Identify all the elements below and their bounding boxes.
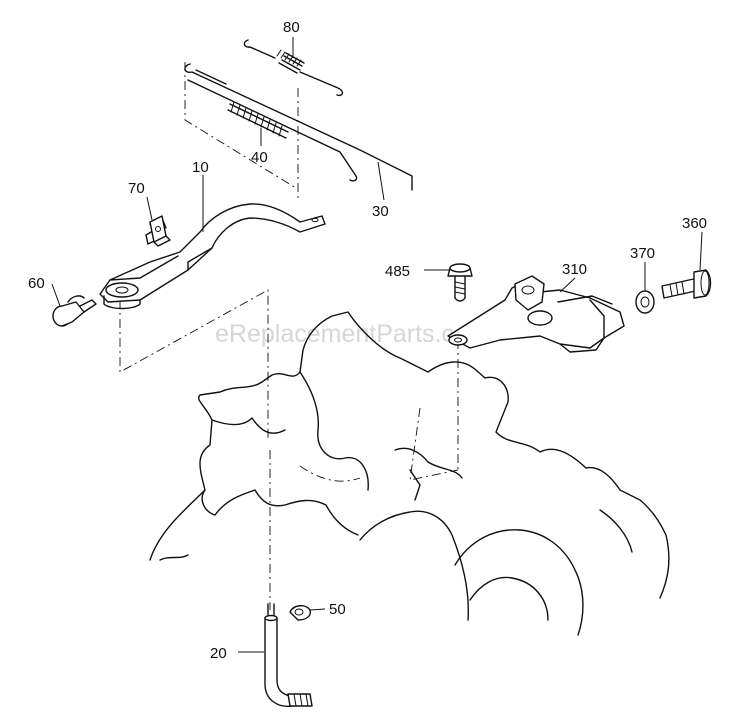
label-80: 80 — [283, 19, 300, 36]
part-370-nut — [635, 290, 655, 314]
alignment-lines — [119, 62, 459, 610]
label-370: 370 — [630, 245, 655, 262]
part-310-control-bracket — [447, 275, 625, 353]
part-485-bolt — [447, 263, 473, 302]
part-80-spring — [243, 39, 344, 97]
leader-lines — [51, 37, 703, 653]
label-30: 30 — [372, 203, 389, 220]
label-60: 60 — [28, 275, 45, 292]
part-50-clip — [289, 605, 312, 621]
label-485: 485 — [385, 263, 410, 280]
part-labels: 80 40 30 10 70 60 485 310 370 360 50 20 — [28, 19, 707, 662]
part-70-clip — [149, 215, 171, 247]
label-40: 40 — [251, 149, 268, 166]
part-60-bolt — [52, 295, 97, 327]
label-360: 360 — [682, 215, 707, 232]
label-50: 50 — [329, 601, 346, 618]
watermark: eReplacementParts.com — [215, 320, 489, 348]
label-70: 70 — [128, 180, 145, 197]
part-10-governor-lever — [99, 203, 326, 310]
engine-outline — [149, 311, 670, 636]
part-30-governor-rod — [184, 63, 413, 191]
part-360-bolt — [661, 269, 712, 299]
part-20-shaft — [264, 603, 313, 707]
label-20: 20 — [210, 645, 227, 662]
label-310: 310 — [562, 261, 587, 278]
part-40-spring — [227, 101, 289, 139]
label-10: 10 — [192, 159, 209, 176]
